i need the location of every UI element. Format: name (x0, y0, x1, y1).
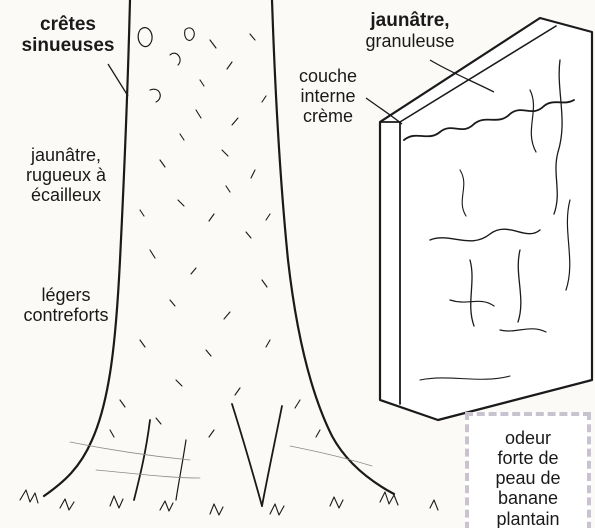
label-odor-note-line-2: forte de (469, 448, 587, 468)
label-buttresses: légers contreforts (12, 285, 120, 325)
tree-trunk-drawing (20, 0, 438, 515)
label-inner-layer: couche interne crème (282, 66, 374, 126)
label-ridges-line-1: crêtes (18, 14, 118, 35)
label-ridges: crêtes sinueuses (18, 14, 118, 57)
label-bark-texture-line-3: écailleux (12, 185, 120, 205)
label-inner-layer-line-1: couche (282, 66, 374, 86)
label-odor-note-line-3: peau de (469, 468, 587, 488)
label-ridges-line-2: sinueuses (18, 35, 118, 56)
label-bark-texture-line-2: rugueux à (12, 165, 120, 185)
label-buttresses-line-1: légers (12, 285, 120, 305)
odor-note-box: odeur forte de peau de banane plantain (465, 412, 591, 528)
bark-piece-drawing (380, 18, 592, 420)
label-odor-note-line-5: plantain (469, 509, 587, 528)
label-outer-bark-line-2: granuleuse (350, 31, 470, 51)
label-odor-note-line-1: odeur (469, 428, 587, 448)
label-outer-bark-line-1: jaunâtre, (350, 10, 470, 31)
label-odor-note: odeur forte de peau de banane plantain (469, 428, 587, 528)
label-bark-texture-line-1: jaunâtre, (12, 145, 120, 165)
label-buttresses-line-2: contreforts (12, 305, 120, 325)
label-bark-texture: jaunâtre, rugueux à écailleux (12, 145, 120, 205)
label-inner-layer-line-2: interne (282, 86, 374, 106)
label-odor-note-line-4: banane (469, 488, 587, 508)
label-inner-layer-line-3: crème (282, 106, 374, 126)
label-outer-bark: jaunâtre, granuleuse (350, 10, 470, 51)
